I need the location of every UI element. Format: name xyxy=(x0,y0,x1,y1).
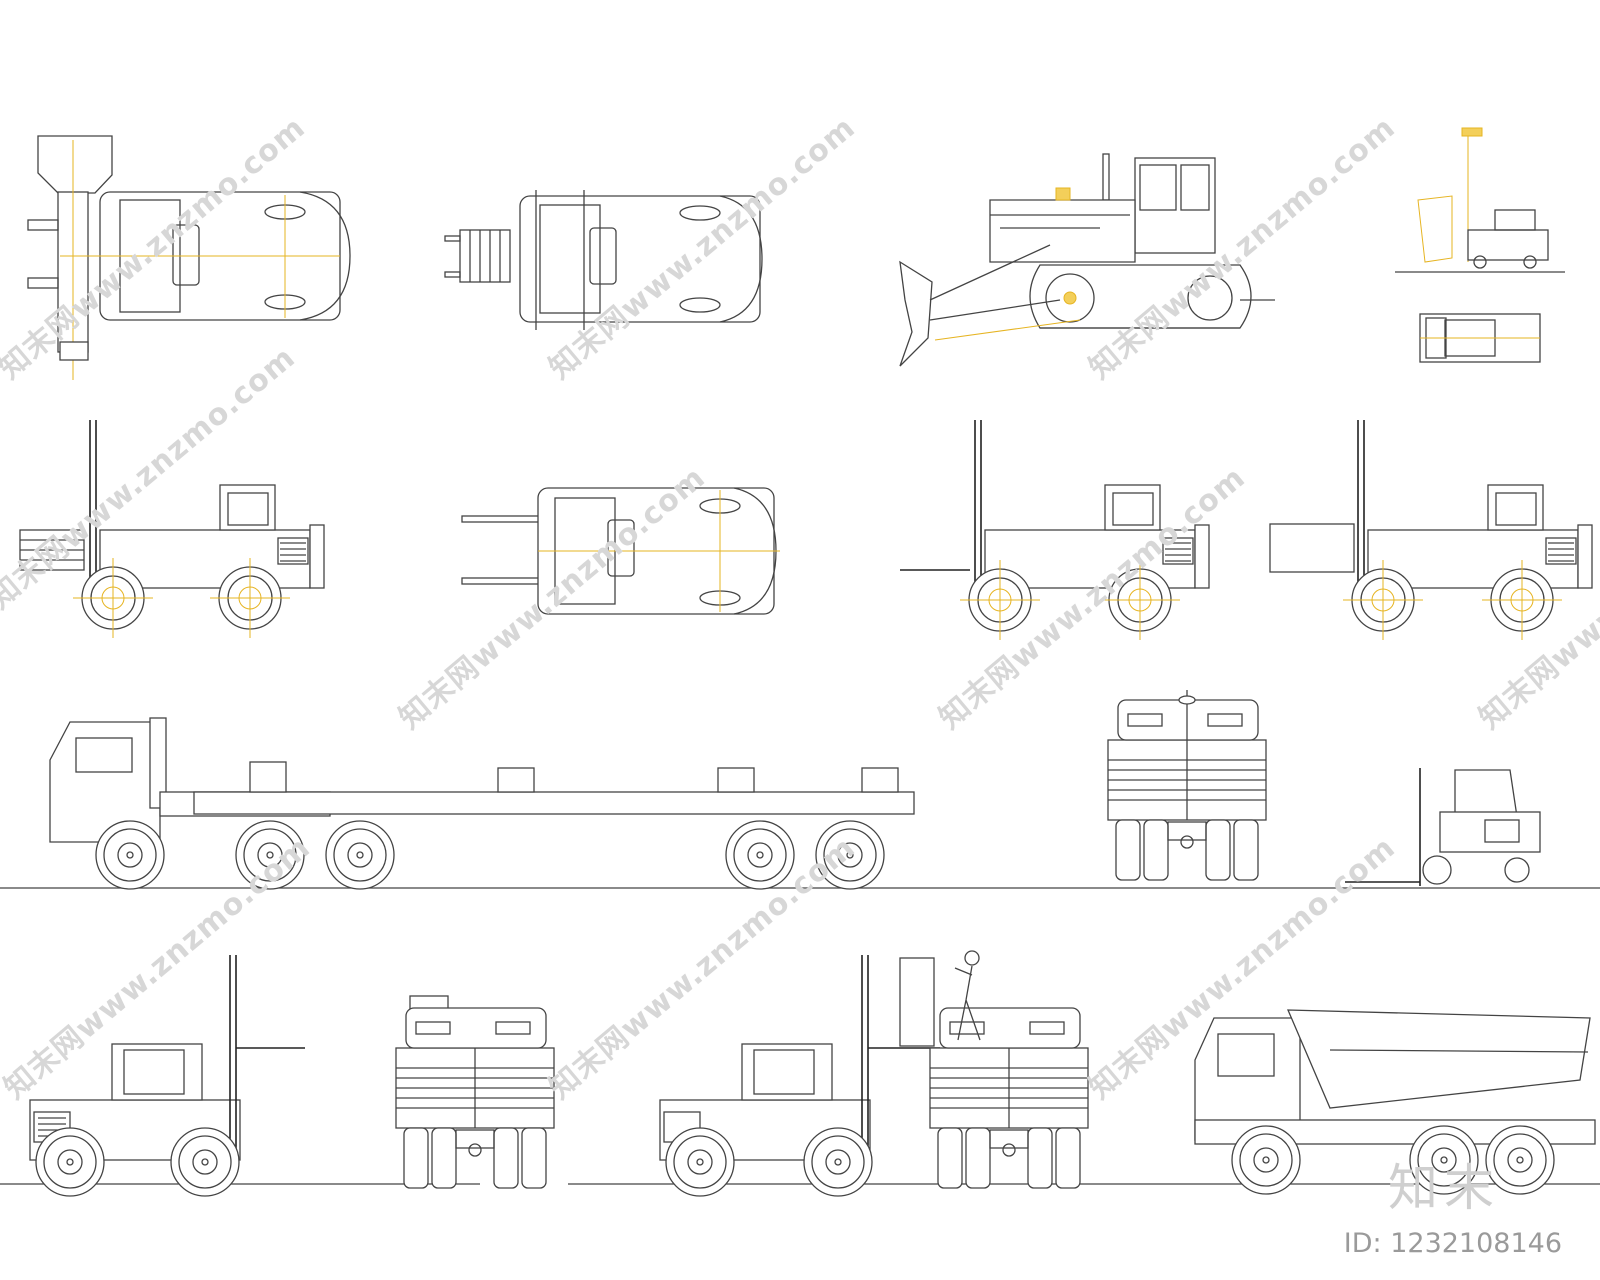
image-id-label: ID: 1232108146 xyxy=(1343,1228,1562,1259)
loader-plan-view xyxy=(27,135,351,380)
small-forklift-elevation xyxy=(1395,127,1565,273)
dump-truck-elevation xyxy=(1194,1009,1596,1195)
truck-rear-loaded-elevation xyxy=(395,995,555,1189)
forklift-with-crate-elevation xyxy=(1269,419,1593,641)
brand-logo: 知末 xyxy=(1388,1159,1500,1217)
truck-rear-elevation xyxy=(1107,690,1267,881)
flatbed-truck-trailer-elevation xyxy=(49,717,915,890)
forklift-plan-view-a xyxy=(444,190,763,330)
small-forklift-plan xyxy=(1419,313,1541,363)
forklift-loading-truck-scene xyxy=(659,950,1089,1197)
compact-forklift-elevation xyxy=(1345,768,1541,886)
bulldozer-side-elevation xyxy=(899,153,1275,367)
forklift-raised-elevation xyxy=(29,955,305,1197)
forklift-plan-view-b xyxy=(461,487,780,615)
forklift-empty-elevation xyxy=(900,419,1210,641)
forklift-with-bricks-elevation xyxy=(19,419,325,639)
